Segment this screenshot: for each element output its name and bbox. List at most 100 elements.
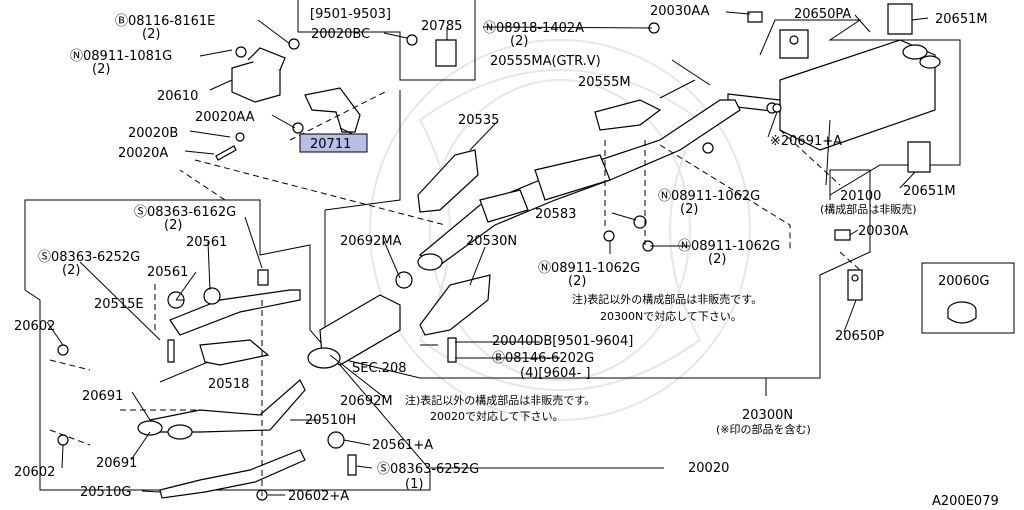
- callout-s-08363-6252-b-qty: (1): [405, 477, 423, 492]
- bracket-20583: [633, 215, 647, 229]
- bolt-08363-6252G-left: [167, 339, 175, 363]
- watermark-emblem: [369, 39, 751, 421]
- callout-n-08911-1062-c-qty: (2): [708, 252, 726, 267]
- nut-20602-top: [57, 344, 69, 356]
- label-20300N-note: (※印の部品を含む): [716, 422, 811, 436]
- diagram-code: A200E079: [932, 494, 999, 509]
- callout-b-08146-qty: (4)[9604- ]: [520, 366, 590, 381]
- callout-s-08363-6252-a-qty: (2): [62, 263, 80, 278]
- rubber-ring-20651M-mid: [907, 141, 931, 173]
- label-20610: 20610: [157, 89, 198, 104]
- assembly-20100-frame: [759, 19, 961, 200]
- label-20510G: 20510G: [80, 485, 131, 500]
- callout-s-08363-6162: Ⓢ08363-6162G: [134, 205, 236, 220]
- callout-b-08116-qty: (2): [142, 27, 160, 42]
- heat-shield-20518: [199, 339, 270, 366]
- rubber-ring-20651M-top: [887, 3, 913, 35]
- note-2-line1: 注)表記以外の構成部品は非販売です。: [405, 393, 595, 407]
- callout-n-08911-1081: Ⓝ08911-1081G: [70, 49, 172, 64]
- bolt-20030A: [834, 229, 851, 241]
- rubber-hanger-20650P: [847, 269, 863, 301]
- bracket-20711: [215, 87, 361, 161]
- leader-lines: [46, 11, 929, 496]
- assembly-20020-frame: [24, 199, 431, 491]
- plug-20060G-box: [921, 262, 1015, 334]
- label-20602A: 20602+A: [288, 489, 349, 504]
- callout-s-08363-6252-a: Ⓢ08363-6252G: [38, 250, 140, 265]
- range-box-9501-9503: [297, 0, 476, 81]
- label-20535: 20535: [458, 113, 499, 128]
- highlight-20711: [299, 133, 368, 153]
- label-20020AA: 20020AA: [195, 110, 255, 125]
- label-20020BC: 20020BC: [311, 27, 370, 42]
- nut-20691A: [772, 103, 782, 113]
- label-20060G: 20060G: [938, 274, 989, 289]
- front-tube-20020: [137, 289, 306, 499]
- label-20518: 20518: [208, 377, 249, 392]
- callout-n-08918-qty: (2): [510, 34, 528, 49]
- label-20030A: 20030A: [858, 224, 908, 239]
- nut-08911-1062G-top: [702, 142, 714, 154]
- label-20561-a: 20561: [186, 235, 227, 250]
- label-20785: 20785: [421, 19, 462, 34]
- guide-lines: [49, 91, 861, 500]
- bracket-20610: [231, 38, 300, 103]
- label-20030AA: 20030AA: [650, 4, 710, 19]
- callout-s-08363-6252-b: Ⓢ08363-6252G: [377, 462, 479, 477]
- note-2-line2: 20020で対応して下さい。: [430, 409, 564, 423]
- label-20711[interactable]: 20711: [310, 137, 351, 152]
- label-20692M: 20692M: [340, 394, 393, 409]
- label-20100-note: (構成部品は非販売): [820, 202, 917, 216]
- label-20300N: 20300N: [742, 408, 793, 423]
- label-20530N: 20530N: [466, 234, 517, 249]
- callout-n-08911-1062-a: Ⓝ08911-1062G: [658, 189, 760, 204]
- hanger-20785: [406, 34, 457, 67]
- label-20691-a: 20691: [82, 389, 123, 404]
- bolt-08363-6252G: [347, 454, 357, 476]
- bolt-08363-6162G: [257, 269, 269, 286]
- callout-n-08911-1062-a-qty: (2): [680, 202, 698, 217]
- clamp-20561A: [327, 431, 345, 449]
- bolt-20040DB: [447, 337, 457, 363]
- callout-n-08911-1081-qty: (2): [92, 62, 110, 77]
- label-20650P: 20650P: [835, 329, 884, 344]
- label-20040DB: 20040DB[9501-9604]: [492, 334, 633, 349]
- nut-20602-bottom: [57, 434, 69, 446]
- bolt-20030AA: [747, 11, 763, 23]
- label-20100: 20100: [840, 189, 881, 204]
- pre-muffler-20692M: [307, 294, 401, 369]
- label-20510H: 20510H: [305, 413, 356, 428]
- rubber-hanger-20650PA: [779, 29, 809, 59]
- label-20651M-mid: 20651M: [903, 184, 956, 199]
- heat-shield-20535: [417, 149, 479, 213]
- note-1-line2: 20300Nで対応して下さい。: [600, 309, 742, 323]
- center-pipe-20300N: [417, 99, 741, 271]
- gasket-20692MA: [395, 271, 413, 289]
- callout-n-08911-1062-b-qty: (2): [568, 274, 586, 289]
- assembly-20300N-frame: [324, 90, 871, 379]
- label-20020B: 20020B: [128, 126, 178, 141]
- label-20692MA: 20692MA: [340, 234, 402, 249]
- callout-b-08116: Ⓑ08116-8161E: [115, 14, 215, 29]
- label-20691A: ※20691+A: [770, 134, 842, 149]
- label-range-9501-9503: [9501-9503]: [310, 7, 391, 22]
- label-20555M: 20555M: [578, 75, 631, 90]
- label-20561A: 20561+A: [372, 438, 433, 453]
- label-20691-b: 20691: [96, 456, 137, 471]
- label-20650PA: 20650PA: [794, 7, 851, 22]
- note-1-line1: 注)表記以外の構成部品は非販売です。: [572, 292, 762, 306]
- label-20651M-top: 20651M: [935, 12, 988, 27]
- label-20020: 20020: [688, 461, 729, 476]
- callout-n-08911-1062-b: Ⓝ08911-1062G: [538, 261, 640, 276]
- label-20583: 20583: [535, 207, 576, 222]
- label-20515E: 20515E: [94, 297, 144, 312]
- heat-shield-20530N: [419, 274, 491, 336]
- label-20561-b: 20561: [147, 265, 188, 280]
- label-20602-top: 20602: [14, 319, 55, 334]
- plug-20060G: [947, 301, 977, 324]
- label-20555MA: 20555MA(GTR.V): [490, 54, 601, 69]
- label-sec208: SEC.208: [352, 361, 407, 376]
- callout-n-08911-1062-c: Ⓝ08911-1062G: [678, 239, 780, 254]
- clamp-20561-a: [203, 287, 221, 305]
